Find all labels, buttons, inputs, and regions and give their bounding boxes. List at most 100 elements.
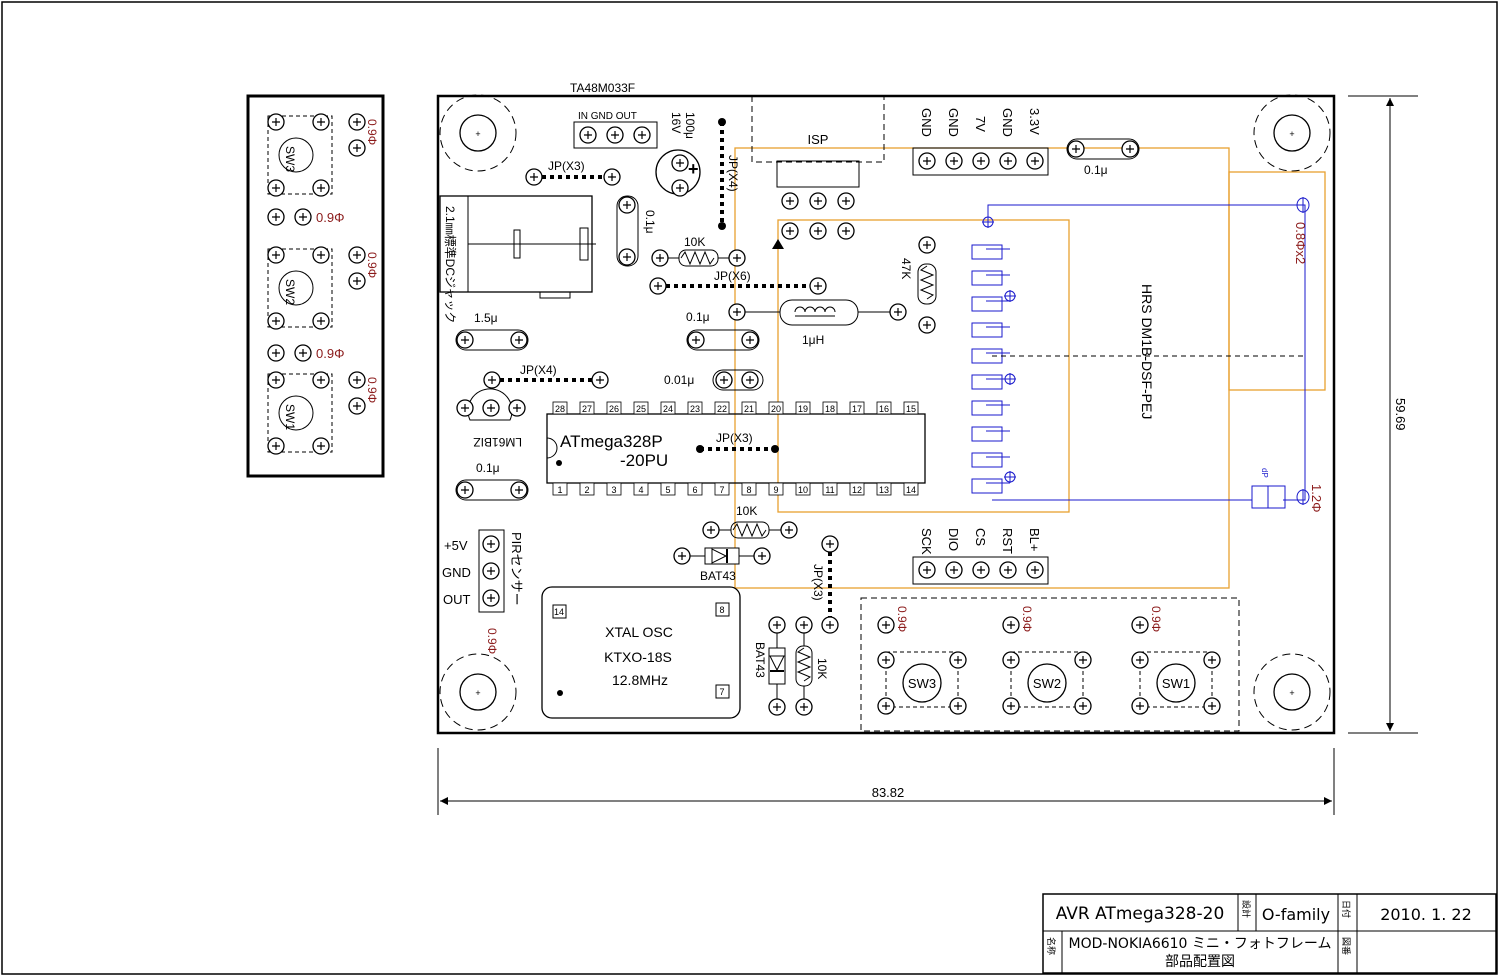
- subboard-hole-pair: 0.9Φ: [267, 208, 344, 226]
- regulator: TA48M033F IN GND OUT: [570, 81, 658, 149]
- svg-text:14: 14: [554, 607, 564, 617]
- pad: [1002, 616, 1020, 634]
- mcu-pin-label: 21: [744, 404, 754, 414]
- svg-text:100μ: 100μ: [683, 112, 697, 139]
- svg-text:ISP: ISP: [808, 132, 829, 147]
- svg-text:0.1μ: 0.1μ: [476, 461, 500, 475]
- svg-text:SW1: SW1: [283, 404, 297, 430]
- pad: [348, 139, 366, 157]
- diode-bat43-horizontal: BAT43: [673, 547, 771, 583]
- svg-text:0.1μ: 0.1μ: [686, 310, 710, 324]
- mcu-pin-label: 2: [584, 485, 589, 495]
- mcu-pin-label: 9: [773, 485, 778, 495]
- mcu-atmega328p: ATmega328P -20PU 28127226325424523622721…: [546, 401, 926, 496]
- pad: [312, 246, 330, 264]
- svg-text:JP(X6): JP(X6): [714, 269, 751, 283]
- svg-text:2010. 1. 22: 2010. 1. 22: [1380, 905, 1472, 924]
- pad: [1002, 651, 1020, 669]
- resistor-10k-lower: 10K: [702, 504, 798, 539]
- svg-text:HRS DM1B-DSF-PEJ: HRS DM1B-DSF-PEJ: [1139, 284, 1155, 419]
- dimension-width: 83.82: [437, 748, 1335, 815]
- svg-text:12.8MHz: 12.8MHz: [612, 672, 668, 688]
- mcu-pin-label: 5: [665, 485, 670, 495]
- svg-text:ATmega328P: ATmega328P: [560, 432, 663, 451]
- svg-text:SW1: SW1: [1162, 676, 1190, 691]
- mounting-holes: + + + +: [439, 94, 1331, 731]
- jumper-x4-lower: JP(X4): [483, 363, 609, 389]
- svg-text:0.9Φ: 0.9Φ: [895, 606, 909, 632]
- pad: [267, 371, 285, 389]
- svg-text:MOD-NOKIA6610 ミニ・フォトフレーム: MOD-NOKIA6610 ミニ・フォトフレーム: [1069, 936, 1332, 952]
- pad: [348, 272, 366, 290]
- pad: [348, 246, 366, 264]
- svg-text:0.9Φ: 0.9Φ: [1149, 606, 1163, 632]
- svg-text:+: +: [688, 159, 699, 179]
- svg-text:0.01μ: 0.01μ: [664, 373, 694, 387]
- svg-text:1.2Φ: 1.2Φ: [1309, 484, 1324, 512]
- mcu-pin-label: 26: [609, 404, 619, 414]
- svg-text:0.9Φ: 0.9Φ: [365, 252, 379, 278]
- cap-0.1u-top-right: 0.1μ: [1066, 138, 1140, 177]
- mcu-pin-label: 28: [555, 404, 565, 414]
- title-block: AVR ATmega328-20 設計 O-family 日付 2010. 1.…: [1042, 893, 1497, 974]
- svg-text:RST: RST: [1000, 528, 1015, 554]
- pad: [312, 312, 330, 330]
- pad: [312, 113, 330, 131]
- svg-text:日付: 日付: [1340, 900, 1351, 918]
- svg-text:0.1μ: 0.1μ: [643, 210, 657, 234]
- lcd-outline: [734, 147, 1326, 589]
- resistor-10k-top: 10K: [651, 235, 746, 267]
- svg-text:dP: dP: [1260, 468, 1269, 478]
- pad: [1131, 616, 1149, 634]
- svg-text:2.1㎜標準DCジャック: 2.1㎜標準DCジャック: [443, 206, 458, 323]
- cap-0.1u-mid: 0.1μ: [686, 310, 760, 351]
- pad: [1203, 697, 1221, 715]
- cap-0.1u-vertical: 0.1μ: [616, 195, 657, 267]
- mcu-pin-label: 1: [557, 485, 562, 495]
- cap-0.01u: 0.01μ: [664, 369, 764, 391]
- jumper-x4-upper: JP(X4): [718, 118, 740, 230]
- mcu-pin-label: 23: [690, 404, 700, 414]
- pad: [267, 344, 285, 362]
- svg-text:SW3: SW3: [283, 146, 297, 172]
- cap-0.1u-lower: 0.1μ: [455, 461, 529, 501]
- svg-text:TA48M033F: TA48M033F: [570, 81, 635, 95]
- svg-text:0.9Φ: 0.9Φ: [1020, 606, 1034, 632]
- pad: [267, 113, 285, 131]
- mcu-pin-label: 16: [879, 404, 889, 414]
- mcu-pin-label: 24: [663, 404, 673, 414]
- pad: [1002, 697, 1020, 715]
- mcu-pin-label: 27: [582, 404, 592, 414]
- pad: [348, 113, 366, 131]
- subboard-hole-pair: 0.9Φ: [267, 344, 344, 362]
- temperature-sensor: LM61BIZ: [456, 388, 526, 449]
- svg-text:10K: 10K: [736, 504, 757, 518]
- pad: [949, 697, 967, 715]
- svg-text:BL+: BL+: [1027, 528, 1042, 552]
- pad: [877, 697, 895, 715]
- svg-text:名称: 名称: [1045, 937, 1057, 955]
- svg-text:BAT43: BAT43: [753, 642, 767, 678]
- pad: [312, 437, 330, 455]
- inductor: 1μH: [728, 299, 907, 347]
- svg-text:83.82: 83.82: [872, 785, 905, 800]
- pad: [294, 344, 312, 362]
- pad: [877, 616, 895, 634]
- resistor-47k: 47K: [899, 236, 937, 334]
- electrolytic-capacitor: 100μ 16V +: [655, 112, 701, 197]
- svg-text:+: +: [1289, 688, 1294, 698]
- mcu-pin-label: 4: [638, 485, 643, 495]
- svg-text:1μH: 1μH: [802, 333, 824, 347]
- svg-text:8: 8: [719, 605, 724, 615]
- svg-text:+: +: [475, 129, 480, 139]
- svg-text:1.5μ: 1.5μ: [474, 311, 498, 325]
- pad: [877, 651, 895, 669]
- svg-text:BAT43: BAT43: [700, 569, 736, 583]
